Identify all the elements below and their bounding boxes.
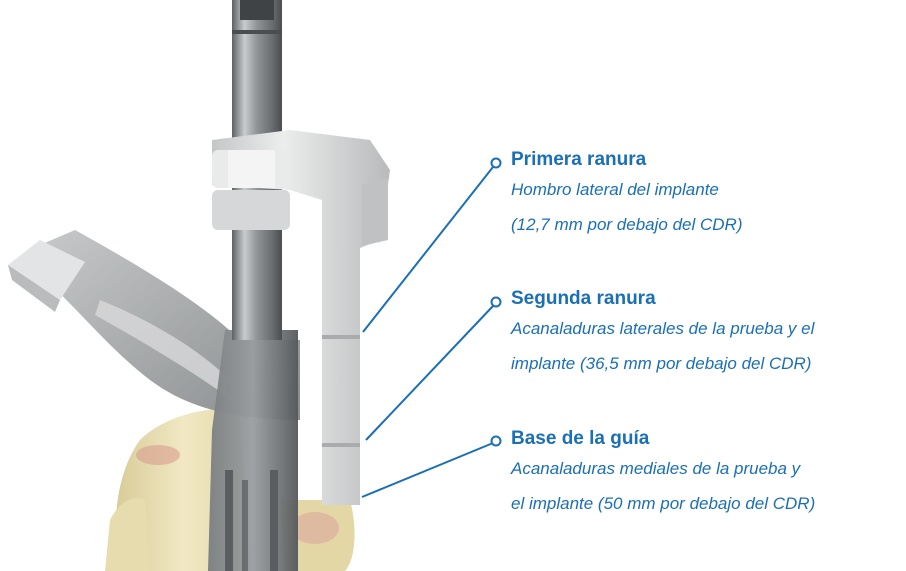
leader-line-1 — [362, 166, 494, 333]
callout-title: Base de la guía — [511, 428, 650, 449]
leader-dot-2 — [490, 296, 502, 308]
leader-line-2 — [365, 305, 494, 441]
callout-description-line-1: Acanaladuras mediales de la prueba y — [511, 459, 801, 478]
callout-description-line-2: (12,7 mm por debajo del CDR) — [511, 215, 743, 234]
callout-leader-lines — [361, 157, 502, 498]
implant-stem-graphic — [208, 330, 298, 571]
leader-line-3 — [361, 442, 494, 498]
callout-description-line-2: el implante (50 mm por debajo del CDR) — [511, 494, 816, 513]
callout-base-de-la-guia: Base de la guía Acanaladuras mediales de… — [511, 427, 901, 521]
depth-guide-graphic — [212, 130, 390, 505]
callout-description-line-2: implante (36,5 mm por debajo del CDR) — [511, 354, 812, 373]
callout-description-line-1: Acanaladuras laterales de la prueba y el — [511, 319, 815, 338]
leader-dot-1 — [490, 157, 502, 169]
callout-segunda-ranura: Segunda ranura Acanaladuras laterales de… — [511, 287, 901, 381]
callout-primera-ranura: Primera ranura Hombro lateral del implan… — [511, 148, 901, 242]
leader-dot-3 — [490, 435, 502, 447]
callout-title: Segunda ranura — [511, 288, 656, 309]
callout-title: Primera ranura — [511, 149, 647, 170]
callout-description-line-1: Hombro lateral del implante — [511, 180, 719, 199]
